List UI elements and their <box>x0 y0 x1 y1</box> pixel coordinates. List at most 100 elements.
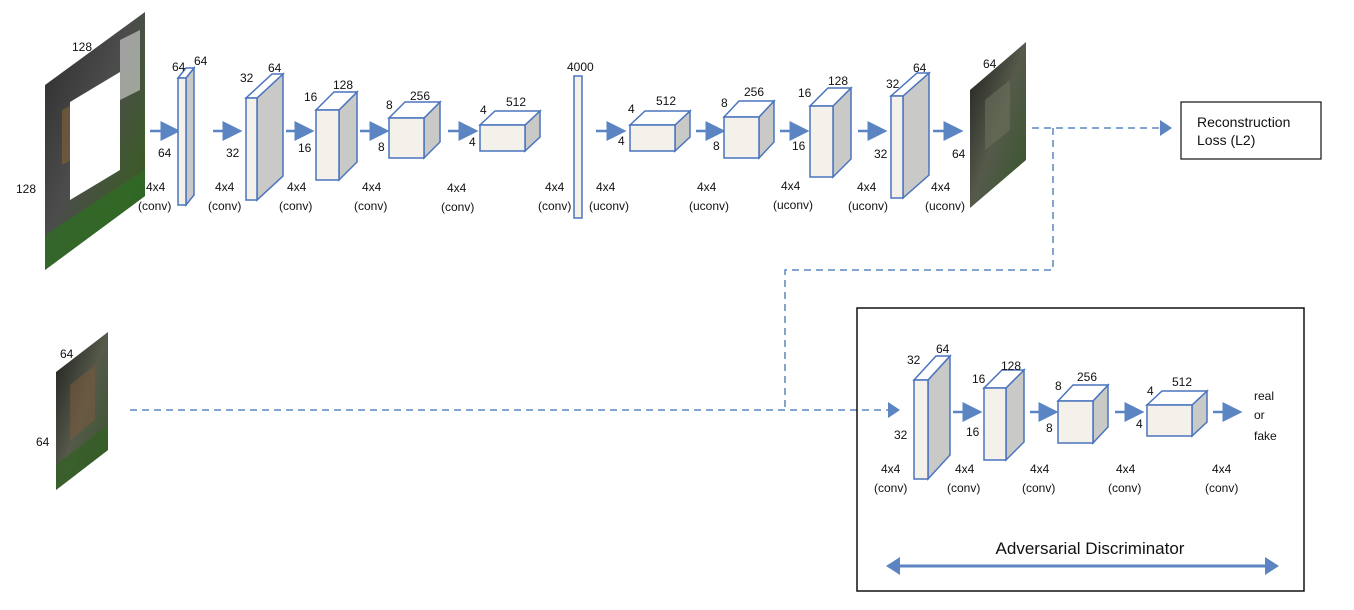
block-height-label: 8 <box>386 98 393 112</box>
block-height-label: 32 <box>874 147 888 161</box>
block-height-label: 8 <box>721 96 728 110</box>
block-width-label: 8 <box>1046 421 1053 435</box>
block-height-label: 32 <box>886 77 900 91</box>
block-depth-label: 64 <box>268 61 282 75</box>
block-depth-label: 512 <box>506 95 526 109</box>
output-size-left: 64 <box>952 147 966 161</box>
kernel-size-label: 4x4 <box>146 180 166 194</box>
input-image-grass <box>45 170 145 270</box>
bottleneck-block <box>573 75 583 219</box>
block-height-label: 4 <box>1147 384 1154 398</box>
kernel-size-label: 4x4 <box>545 180 565 194</box>
block-depth-label: 128 <box>1001 359 1021 373</box>
block-front <box>809 105 834 178</box>
layer-type-label: (conv) <box>354 199 387 213</box>
discriminator-frame <box>856 307 1305 592</box>
layer-type-label: (conv) <box>538 199 571 213</box>
block-front <box>388 117 425 159</box>
layer-type-label: (conv) <box>279 199 312 213</box>
encoder: 64 64 64 4x4 (conv) 32 64 32 4x4 (conv) … <box>138 54 594 219</box>
block-height-label: 4 <box>480 103 487 117</box>
block-front <box>913 379 929 480</box>
block-front <box>723 116 760 159</box>
encoder-block-5 <box>478 109 542 153</box>
kernel-size-label: 4x4 <box>287 180 307 194</box>
span-arrow-left-head <box>886 557 900 575</box>
output-or-label: or <box>1254 408 1265 422</box>
block-depth-label: 64 <box>936 342 950 356</box>
masked-region <box>70 72 120 200</box>
layer-type-label: (conv) <box>1108 481 1141 495</box>
dashed-connector <box>784 128 1054 410</box>
block-front <box>983 387 1007 461</box>
block-front <box>315 109 340 181</box>
block-width-label: 8 <box>378 140 385 154</box>
block-height-label: 32 <box>894 428 908 442</box>
block-front <box>629 124 676 152</box>
input-image-detail <box>120 30 140 100</box>
block-front <box>573 75 583 219</box>
block-depth-label: 64 <box>913 61 927 75</box>
real-size-top: 64 <box>60 347 74 361</box>
layer-type-label: (conv) <box>138 199 171 213</box>
block-side <box>185 65 195 208</box>
encoder-block-3 <box>314 90 359 182</box>
block-depth-label: 256 <box>744 85 764 99</box>
dashed-arrowhead <box>1160 120 1172 136</box>
decoder-block-1 <box>628 109 692 153</box>
block-front <box>890 95 904 199</box>
kernel-size-label: 4x4 <box>1212 462 1232 476</box>
block-width-label: 8 <box>713 139 720 153</box>
layer-type-label: (conv) <box>874 481 907 495</box>
bottleneck-size-label: 4000 <box>567 60 594 74</box>
layer-type-label: (conv) <box>441 200 474 214</box>
block-front <box>1057 400 1094 444</box>
block-width-label: 16 <box>298 141 312 155</box>
real-image-grass <box>56 425 108 490</box>
kernel-size-label: 4x4 <box>447 181 467 195</box>
block-width-label: 4 <box>1136 417 1143 431</box>
layer-type-label: (uconv) <box>773 198 813 212</box>
kernel-size-label: 4x4 <box>1116 462 1136 476</box>
kernel-size-label: 4x4 <box>931 180 951 194</box>
loss-box-frame <box>1180 101 1322 160</box>
block-depth-label: 128 <box>828 74 848 88</box>
decoder: 4 512 4 4x4 (uconv) 8 256 8 4x4 (uconv) … <box>589 61 965 213</box>
block-depth-label: 256 <box>410 89 430 103</box>
input-size-top: 128 <box>72 40 92 54</box>
kernel-size-label: 4x4 <box>215 180 235 194</box>
real-image-detail <box>70 365 95 440</box>
block-height-label: 16 <box>304 90 318 104</box>
block-width-label: 16 <box>966 425 980 439</box>
dashed-arrowhead <box>888 402 900 418</box>
block-height-label: 4 <box>628 102 635 116</box>
discriminator-block-3 <box>1056 383 1110 445</box>
output-image-detail <box>985 80 1010 150</box>
real-image: 64 64 <box>36 332 108 490</box>
decoder-block-3 <box>808 86 853 179</box>
block-depth-label: 64 <box>194 54 208 68</box>
block-front <box>177 77 187 206</box>
span-arrow-right-head <box>1265 557 1279 575</box>
block-height-label: 64 <box>172 60 186 74</box>
input-image: 128 128 <box>16 12 145 270</box>
layer-type-label: (conv) <box>1205 481 1238 495</box>
kernel-size-label: 4x4 <box>781 179 801 193</box>
block-depth-label: 512 <box>1172 375 1192 389</box>
output-real-label: real <box>1254 389 1274 403</box>
layer-type-label: (conv) <box>947 481 980 495</box>
block-depth-label: 256 <box>1077 370 1097 384</box>
real-size-left: 64 <box>36 435 50 449</box>
adversarial-discriminator: 32 64 32 4x4 (conv) 16 128 16 4x4 (conv)… <box>856 307 1305 592</box>
block-height-label: 64 <box>158 146 172 160</box>
decoder-block-2 <box>722 99 776 160</box>
decoder-block-4 <box>889 71 931 200</box>
reconstruction-loss-box: Reconstruction Loss (L2) <box>1180 101 1322 160</box>
block-width-label: 4 <box>469 135 476 149</box>
layer-type-label: (uconv) <box>925 199 965 213</box>
layer-type-label: (conv) <box>208 199 241 213</box>
kernel-size-label: 4x4 <box>1030 462 1050 476</box>
block-front <box>479 124 526 152</box>
discriminator-block-4 <box>1145 389 1209 438</box>
